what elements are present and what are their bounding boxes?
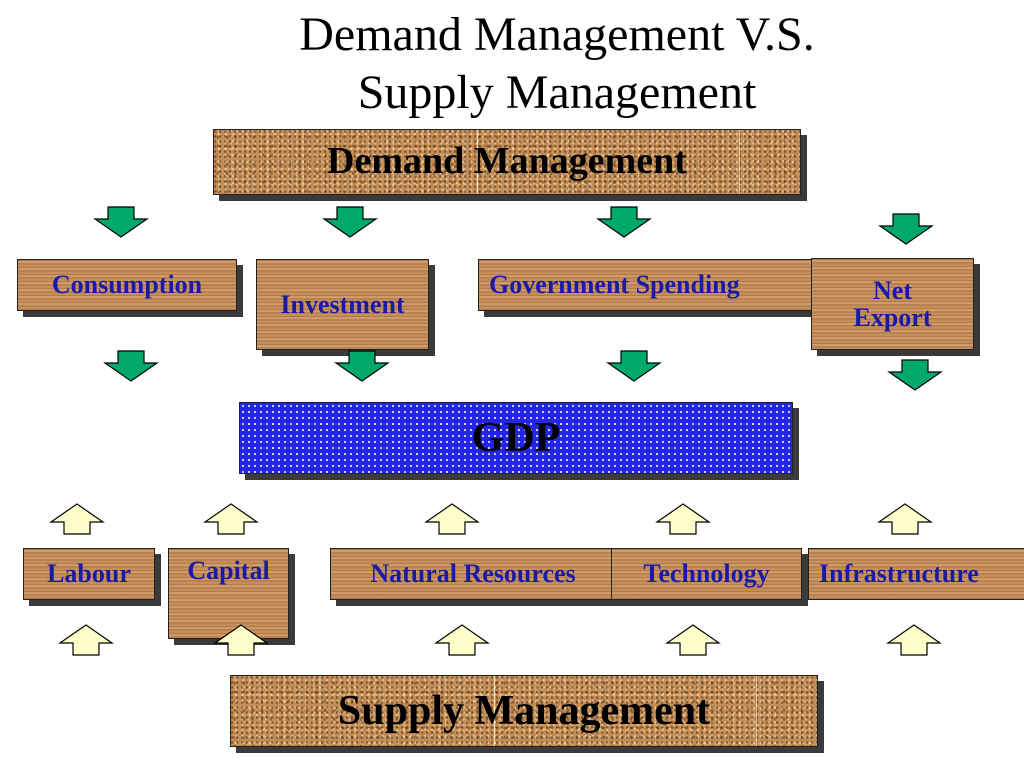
- investment-box: Investment: [256, 259, 429, 350]
- technology-box: Technology: [611, 548, 802, 600]
- up-arrow-icon: [434, 624, 490, 656]
- net-export-label: Net Export: [853, 275, 932, 332]
- labour-box: Labour: [23, 548, 155, 600]
- technology-label: Technology: [643, 559, 770, 589]
- down-arrow-icon: [322, 206, 378, 238]
- up-arrow-icon: [49, 503, 105, 535]
- supply-management-label: Supply Management: [337, 687, 711, 734]
- natural-resources-label: Natural Resources: [370, 559, 576, 589]
- investment-label: Investment: [280, 289, 405, 319]
- down-arrow-icon: [103, 350, 159, 382]
- government-spending-box: Government Spending: [478, 259, 814, 311]
- up-arrow-icon: [665, 624, 721, 656]
- up-arrow-icon: [877, 503, 933, 535]
- demand-management-box: Demand Management: [213, 129, 801, 195]
- net-export-box: Net Export: [811, 258, 974, 350]
- down-arrow-icon: [93, 206, 149, 238]
- demand-management-label: Demand Management: [327, 140, 687, 183]
- supply-management-box: Supply Management: [230, 675, 818, 747]
- up-arrow-icon: [424, 503, 480, 535]
- natural-resources-box: Natural Resources: [330, 548, 616, 600]
- up-arrow-icon: [655, 503, 711, 535]
- gdp-box: GDP: [239, 402, 793, 474]
- government-spending-label: Government Spending: [489, 270, 740, 300]
- labour-label: Labour: [47, 559, 131, 589]
- consumption-box: Consumption: [17, 259, 237, 311]
- slide-title: Demand Management V.S. Supply Management: [0, 6, 1024, 122]
- capital-label: Capital: [187, 556, 270, 585]
- up-arrow-icon: [58, 624, 114, 656]
- down-arrow-icon: [334, 350, 390, 382]
- down-arrow-icon: [596, 206, 652, 238]
- up-arrow-icon: [886, 624, 942, 656]
- consumption-label: Consumption: [51, 270, 203, 300]
- down-arrow-icon: [887, 359, 943, 391]
- down-arrow-icon: [606, 350, 662, 382]
- slide-title-line1: Demand Management V.S.: [299, 8, 815, 61]
- slide-title-line2: Supply Management: [357, 66, 757, 119]
- infrastructure-label: Infrastructure: [819, 559, 979, 589]
- capital-box: Capital: [168, 548, 289, 639]
- up-arrow-icon: [203, 503, 259, 535]
- up-arrow-icon: [213, 624, 269, 656]
- gdp-label: GDP: [471, 414, 561, 461]
- down-arrow-icon: [878, 213, 934, 245]
- infrastructure-box: Infrastructure: [808, 548, 1024, 600]
